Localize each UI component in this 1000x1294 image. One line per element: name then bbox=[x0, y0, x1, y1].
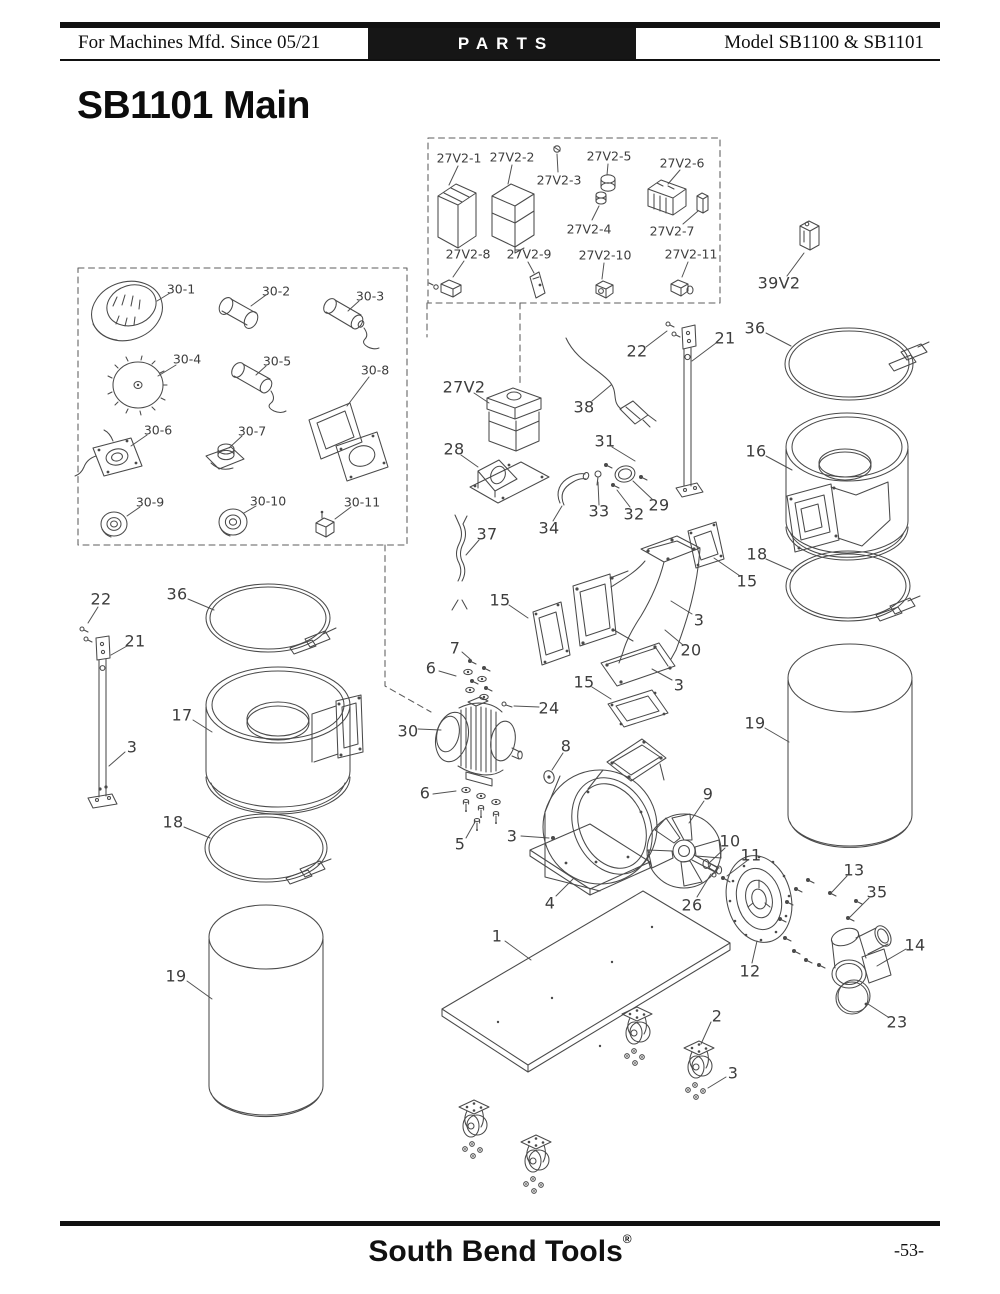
part-fan-30-4 bbox=[107, 355, 168, 416]
header-top-rule bbox=[60, 22, 940, 28]
part-hose-34 bbox=[557, 471, 590, 506]
part-switch-plate-30-6 bbox=[74, 429, 143, 477]
part-bearing-30-10 bbox=[218, 508, 248, 537]
part-switch-30-7 bbox=[205, 443, 245, 470]
part-capacitor-30-3 bbox=[323, 298, 380, 350]
part-bearing-30-9 bbox=[100, 511, 128, 538]
part-washer-8 bbox=[543, 770, 555, 784]
footer-brand-text: South Bend Tools bbox=[368, 1235, 623, 1268]
part-base-board-1 bbox=[441, 890, 731, 1073]
part-wire-37 bbox=[451, 514, 468, 611]
part-gasket-15-left bbox=[532, 601, 571, 666]
part-switch-mount-28 bbox=[469, 459, 550, 504]
part-nut-27v2-5 bbox=[600, 174, 616, 192]
part-support-rod-left-21 bbox=[79, 626, 118, 809]
part-y-duct-20 bbox=[572, 535, 701, 687]
part-nut-27v2-4 bbox=[595, 191, 607, 205]
part-motor-hardware-lower bbox=[461, 786, 501, 832]
part-clamp-36-right bbox=[784, 327, 930, 401]
part-plate-27v2-9 bbox=[529, 271, 546, 299]
inset-boxes bbox=[77, 137, 721, 713]
part-y-fitting-14 bbox=[830, 925, 892, 989]
part-filter-drum-16 bbox=[785, 412, 909, 561]
part-clamp-36-left bbox=[205, 583, 337, 655]
footer-brand: South Bend Tools® bbox=[0, 1232, 1000, 1269]
part-electrical-box-27v2-2 bbox=[491, 183, 535, 254]
inset-connector-lines bbox=[384, 302, 521, 713]
part-cap-23 bbox=[835, 979, 871, 1015]
motor-inset-box bbox=[77, 267, 408, 546]
part-hardware-29-31-32-33 bbox=[594, 462, 648, 489]
part-screw-27v2-3 bbox=[553, 145, 561, 153]
part-bracket-39v2 bbox=[799, 220, 820, 251]
part-impeller-9 bbox=[646, 813, 731, 889]
part-motor-30 bbox=[434, 696, 523, 787]
part-block-27v2-10 bbox=[595, 280, 614, 299]
header-band-label: PARTS bbox=[457, 33, 555, 53]
registered-mark: ® bbox=[622, 1232, 632, 1246]
header-left-text: For Machines Mfd. Since 05/21 bbox=[78, 32, 321, 53]
page-title: SB1101 Main bbox=[77, 84, 310, 127]
part-fan-cover-30-1 bbox=[91, 280, 163, 342]
header-right-text: Model SB1100 & SB1101 bbox=[724, 32, 924, 53]
part-electrical-cover-27v2-1 bbox=[437, 183, 477, 249]
leader-lines bbox=[87, 153, 907, 1089]
footer-page-number: -53- bbox=[894, 1240, 924, 1260]
part-clamp-18-right bbox=[785, 550, 921, 622]
electrical-inset-box bbox=[427, 137, 721, 304]
part-drum-19-right bbox=[787, 643, 913, 848]
part-gasket-15-bottom bbox=[607, 689, 669, 728]
part-drum-19-left bbox=[208, 904, 324, 1118]
part-electrical-box-27v2 bbox=[486, 387, 542, 452]
header-parts-band: PARTS bbox=[368, 28, 636, 59]
part-support-rod-right-21 bbox=[665, 321, 704, 498]
part-gaskets-30-8 bbox=[308, 402, 389, 482]
part-motor-hardware-upper bbox=[463, 658, 513, 708]
part-capacitor-30-2 bbox=[218, 297, 259, 329]
part-casters-2 bbox=[458, 1006, 715, 1193]
part-separator-drum-17 bbox=[205, 666, 364, 815]
part-contactor-27v2-6 bbox=[647, 179, 687, 216]
part-capacitor-30-5 bbox=[231, 362, 287, 414]
part-relay-27v2-7 bbox=[696, 192, 709, 214]
part-blower-housing-4 bbox=[529, 738, 667, 896]
part-inlet-cover-12 bbox=[725, 855, 793, 943]
part-bracket-27v2-8 bbox=[428, 279, 462, 298]
footer-rule bbox=[60, 1221, 940, 1226]
header-bottom-rule bbox=[60, 59, 940, 61]
part-gasket-15-right bbox=[687, 521, 725, 569]
part-block-30-11 bbox=[315, 510, 335, 538]
part-clamp-18-left bbox=[204, 813, 332, 885]
part-block-27v2-11 bbox=[670, 279, 694, 297]
part-power-cord-38 bbox=[565, 337, 657, 428]
